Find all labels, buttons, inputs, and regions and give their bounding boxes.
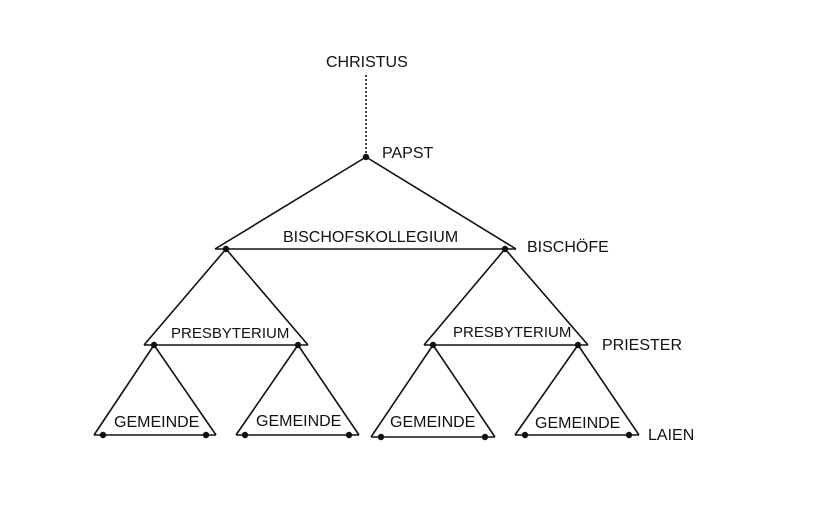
gemeinde-label-2: GEMEINDE bbox=[256, 413, 341, 430]
gemeinde-1-left-edge bbox=[93, 344, 155, 436]
gemeinde-3-left-edge bbox=[370, 344, 434, 438]
presbyterium-right-edge-2 bbox=[504, 248, 589, 346]
presbyterium-label-2: PRESBYTERIUM bbox=[453, 324, 571, 341]
laien-node-1a bbox=[99, 431, 107, 439]
gemeinde-3-right-edge bbox=[432, 344, 496, 438]
laien-node-1b bbox=[202, 431, 210, 439]
laien-node-2b bbox=[345, 431, 353, 439]
gemeinde-1-right-edge bbox=[153, 344, 217, 436]
gemeinde-2-left-edge bbox=[235, 344, 299, 436]
laien-node-2a bbox=[241, 431, 249, 439]
presbyterium-right-edge-1 bbox=[225, 248, 309, 346]
gemeinde-label-1: GEMEINDE bbox=[114, 414, 199, 431]
bischofskollegium-label: BISCHOFSKOLLEGIUM bbox=[283, 229, 458, 246]
gemeinde-4-left-edge bbox=[514, 344, 579, 436]
gemeinde-label-3: GEMEINDE bbox=[390, 414, 475, 431]
presbyterium-left-edge-1 bbox=[143, 248, 227, 346]
papst-right-edge bbox=[365, 156, 517, 250]
priester-label: PRIESTER bbox=[602, 337, 682, 354]
presbyterium-label-1: PRESBYTERIUM bbox=[171, 325, 289, 342]
gemeinde-4-right-edge bbox=[577, 344, 640, 436]
laien-label: LAIEN bbox=[648, 427, 694, 444]
presbyterium-left-edge-2 bbox=[423, 248, 506, 346]
christus-label: CHRISTUS bbox=[326, 54, 408, 71]
laien-node-3a bbox=[377, 433, 385, 441]
papst-label: PAPST bbox=[382, 145, 434, 162]
laien-node-3b bbox=[481, 433, 489, 441]
laien-node-4b bbox=[625, 431, 633, 439]
papst-left-edge bbox=[214, 156, 367, 250]
gemeinde-2-right-edge bbox=[297, 344, 360, 436]
laien-node-4a bbox=[521, 431, 529, 439]
gemeinde-label-4: GEMEINDE bbox=[535, 415, 620, 432]
papst-node bbox=[362, 153, 370, 161]
bischoefe-label: BISCHÖFE bbox=[527, 238, 609, 256]
